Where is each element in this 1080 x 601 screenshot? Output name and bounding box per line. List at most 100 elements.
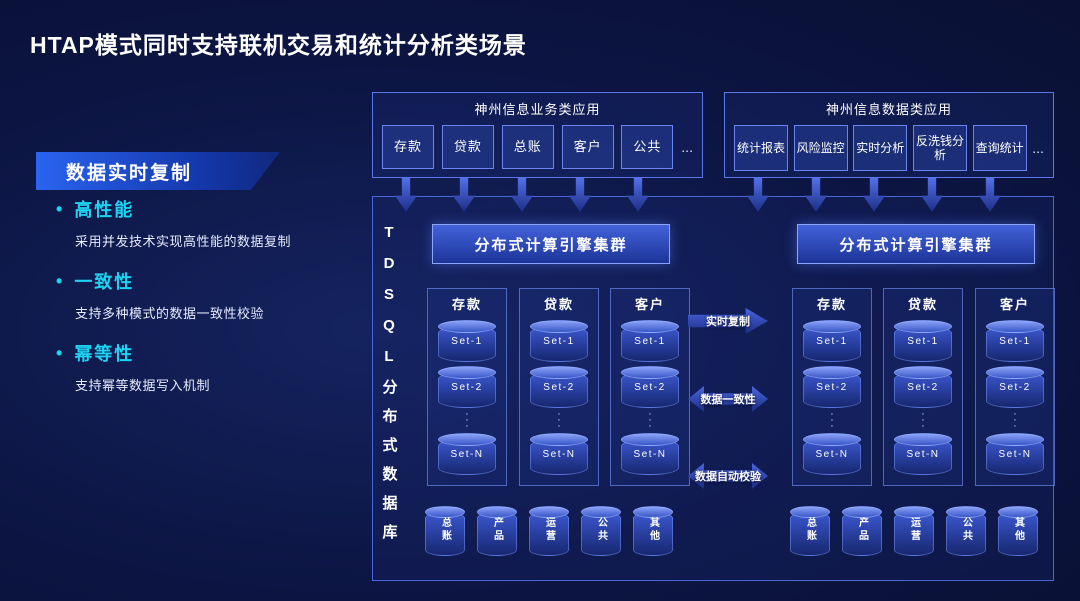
- set-cylinder: Set-1: [621, 320, 679, 362]
- set-cylinder: Set-2: [894, 366, 952, 408]
- shard-group: 存款 Set-1 Set-2 · · · Set-N: [792, 288, 872, 486]
- cylinder-top-icon: [438, 320, 496, 333]
- cylinder-top-icon: [438, 433, 496, 446]
- bottom-cylinder: 公共: [946, 506, 986, 556]
- cylinder-top-icon: [803, 320, 861, 333]
- cylinder-top-icon: [633, 506, 673, 518]
- app-item: 总账: [501, 125, 554, 169]
- data-apps-box: 神州信息数据类应用 统计报表 风险监控 实时分析 反洗钱分析 查询统计 ...: [724, 92, 1054, 178]
- app-item: 风险监控: [793, 125, 848, 171]
- feature-desc: 支持幂等数据写入机制: [75, 378, 211, 393]
- page-title: HTAP模式同时支持联机交易和统计分析类场景: [30, 32, 527, 58]
- tdsql-vertical-label: TDSQL分布式数据库: [380, 224, 398, 553]
- more-ellipsis: ...: [1032, 140, 1044, 156]
- shard-group: 客户 Set-1 Set-2 · · · Set-N: [975, 288, 1055, 486]
- shard-group-name: 存款: [816, 297, 847, 312]
- app-item: 实时分析: [853, 125, 908, 171]
- bottom-cylinder: 公共: [581, 506, 621, 556]
- app-item: 公共: [621, 125, 674, 169]
- vertical-ellipsis: · · ·: [557, 408, 561, 432]
- cylinder-top-icon: [894, 320, 952, 333]
- cylinder-top-icon: [529, 506, 569, 518]
- cylinder-top-icon: [621, 320, 679, 333]
- feature-list: • 高性能 采用并发技术实现高性能的数据复制 • 一致性 支持多种模式的数据一致…: [56, 196, 368, 412]
- bullet-icon: •: [56, 198, 65, 219]
- cylinder-top-icon: [425, 506, 465, 518]
- bottom-cylinder: 产品: [477, 506, 517, 556]
- bottom-cylinder: 运营: [894, 506, 934, 556]
- app-item: 反洗钱分析: [912, 125, 967, 171]
- bullet-icon: •: [56, 342, 65, 363]
- cylinder-top-icon: [438, 366, 496, 379]
- set-cylinder: Set-N: [894, 433, 952, 475]
- shard-group: 存款 Set-1 Set-2 · · · Set-N: [427, 288, 507, 486]
- set-cylinder: Set-2: [621, 366, 679, 408]
- cylinder-top-icon: [530, 433, 588, 446]
- shard-group: 贷款 Set-1 Set-2 · · · Set-N: [519, 288, 599, 486]
- link-realtime-replication: 实时复制: [688, 308, 768, 334]
- cylinder-top-icon: [803, 433, 861, 446]
- shard-group-name: 客户: [999, 297, 1030, 312]
- app-item: 查询统计: [972, 125, 1027, 171]
- bottom-cylinder: 其他: [633, 506, 673, 556]
- bottom-cylinder: 运营: [529, 506, 569, 556]
- set-cylinder: Set-N: [438, 433, 496, 475]
- shard-group: 贷款 Set-1 Set-2 · · · Set-N: [883, 288, 963, 486]
- cylinder-top-icon: [477, 506, 517, 518]
- set-cylinder: Set-N: [621, 433, 679, 475]
- feature-heading: 高性能: [74, 200, 135, 220]
- set-cylinder: Set-1: [894, 320, 952, 362]
- vertical-ellipsis: · · ·: [1013, 408, 1017, 432]
- cylinder-top-icon: [621, 366, 679, 379]
- cylinder-top-icon: [986, 320, 1044, 333]
- set-cylinder: Set-1: [530, 320, 588, 362]
- vertical-ellipsis: · · ·: [830, 408, 834, 432]
- app-item: 统计报表: [734, 125, 788, 171]
- cylinder-top-icon: [530, 366, 588, 379]
- set-cylinder: Set-N: [803, 433, 861, 475]
- feature-item: • 高性能 采用并发技术实现高性能的数据复制: [56, 196, 368, 250]
- app-item: 存款: [382, 125, 434, 169]
- cylinder-top-icon: [894, 506, 934, 518]
- shard-group: 客户 Set-1 Set-2 · · · Set-N: [610, 288, 690, 486]
- cylinder-top-icon: [946, 506, 986, 518]
- feature-heading: 一致性: [74, 272, 135, 292]
- business-apps-box: 神州信息业务类应用 存款 贷款 总账 客户 公共 ...: [372, 92, 703, 178]
- set-cylinder: Set-1: [803, 320, 861, 362]
- set-cylinder: Set-1: [438, 320, 496, 362]
- cylinder-top-icon: [986, 366, 1044, 379]
- feature-heading: 幂等性: [74, 344, 135, 364]
- link-data-consistency: 数据一致性: [688, 386, 768, 412]
- app-item: 贷款: [441, 125, 494, 169]
- set-cylinder: Set-N: [530, 433, 588, 475]
- cylinder-top-icon: [803, 366, 861, 379]
- cylinder-top-icon: [986, 433, 1044, 446]
- bottom-cylinder: 总账: [425, 506, 465, 556]
- feature-desc: 支持多种模式的数据一致性校验: [75, 306, 265, 321]
- more-ellipsis: ...: [681, 139, 693, 155]
- link-data-auto-verify: 数据自动校验: [688, 463, 768, 489]
- set-cylinder: Set-2: [986, 366, 1044, 408]
- vertical-ellipsis: · · ·: [465, 408, 469, 432]
- bullet-icon: •: [56, 270, 65, 291]
- business-apps-title: 神州信息业务类应用: [474, 102, 601, 117]
- shard-group-name: 贷款: [907, 297, 938, 312]
- replication-badge-label: 数据实时复制: [66, 162, 193, 184]
- vertical-ellipsis: · · ·: [648, 408, 652, 432]
- set-cylinder: Set-2: [438, 366, 496, 408]
- feature-item: • 幂等性 支持幂等数据写入机制: [56, 340, 368, 394]
- cylinder-top-icon: [530, 320, 588, 333]
- vertical-ellipsis: · · ·: [921, 408, 925, 432]
- replication-badge: 数据实时复制: [36, 152, 280, 190]
- engine-cluster-right: 分布式计算引擎集群: [797, 224, 1035, 264]
- shard-group-name: 贷款: [543, 297, 574, 312]
- app-item: 客户: [561, 125, 614, 169]
- cylinder-top-icon: [894, 366, 952, 379]
- set-cylinder: Set-2: [803, 366, 861, 408]
- set-cylinder: Set-1: [986, 320, 1044, 362]
- cylinder-top-icon: [998, 506, 1038, 518]
- cylinder-top-icon: [581, 506, 621, 518]
- cylinder-top-icon: [790, 506, 830, 518]
- shard-group-name: 客户: [634, 297, 665, 312]
